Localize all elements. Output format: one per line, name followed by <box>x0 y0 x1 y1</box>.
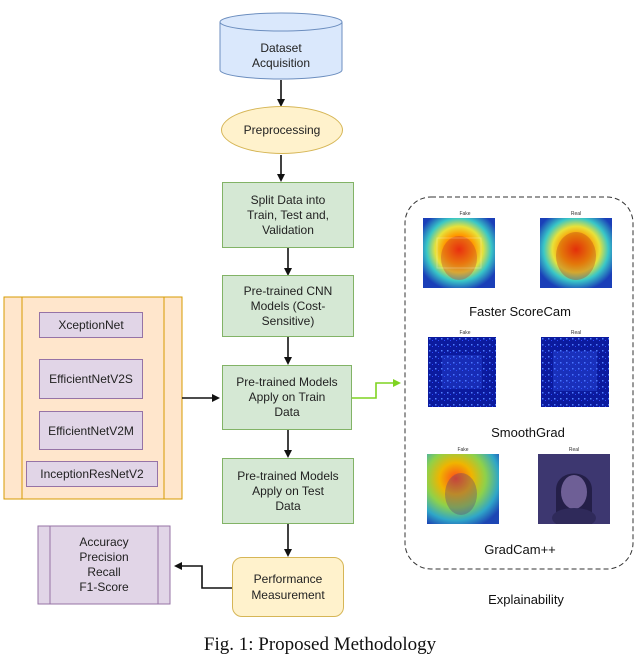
metrics-panel <box>37 525 171 605</box>
explainability-container <box>404 196 634 570</box>
node-performance-measurement: Performance Measurement <box>232 557 344 617</box>
node-pretrained-cnn: Pre-trained CNN Models (Cost- Sensitive) <box>222 275 354 337</box>
image-label-real-3: Real <box>568 447 580 453</box>
smoothgrad-fake-image <box>428 337 496 407</box>
arrow-train-to-explainability <box>352 379 401 399</box>
node-metrics: Accuracy Precision Recall F1-Score <box>79 535 129 594</box>
gradcam-real-image <box>538 454 610 524</box>
model-inceptionresnetv2: InceptionResNetV2 <box>26 461 158 487</box>
image-label-fake-3: Fake <box>457 447 469 453</box>
node-apply-train: Pre-trained Models Apply on Train Data <box>222 365 352 430</box>
scorecam-real-image <box>540 218 612 288</box>
explainability-title: Explainability <box>488 592 564 607</box>
arrow-performance-to-metrics <box>174 562 232 589</box>
image-label-real-1: Real <box>570 211 582 217</box>
dataset-cylinder <box>219 12 343 80</box>
method-gradcam-plus-plus: GradCam++ <box>484 542 556 557</box>
model-xceptionnet: XceptionNet <box>39 312 143 338</box>
method-smoothgrad: SmoothGrad <box>491 425 565 440</box>
gradcam-fake-image <box>427 454 499 524</box>
node-preprocessing: Preprocessing <box>221 106 343 154</box>
node-dataset-acquisition: Dataset Acquisition <box>251 41 311 70</box>
node-apply-test: Pre-trained Models Apply on Test Data <box>222 458 354 524</box>
figure-caption: Fig. 1: Proposed Methodology <box>203 634 437 655</box>
method-faster-scorecam: Faster ScoreCam <box>469 304 571 319</box>
smoothgrad-real-image <box>541 337 609 407</box>
image-label-fake-1: Fake <box>459 211 471 217</box>
scorecam-fake-image <box>423 218 495 288</box>
image-label-fake-2: Fake <box>459 330 471 336</box>
model-efficientnetv2m: EfficientNetV2M <box>39 411 143 450</box>
image-label-real-2: Real <box>570 330 582 336</box>
node-split-data: Split Data into Train, Test and, Validat… <box>222 182 354 248</box>
model-efficientnetv2s: EfficientNetV2S <box>39 359 143 399</box>
